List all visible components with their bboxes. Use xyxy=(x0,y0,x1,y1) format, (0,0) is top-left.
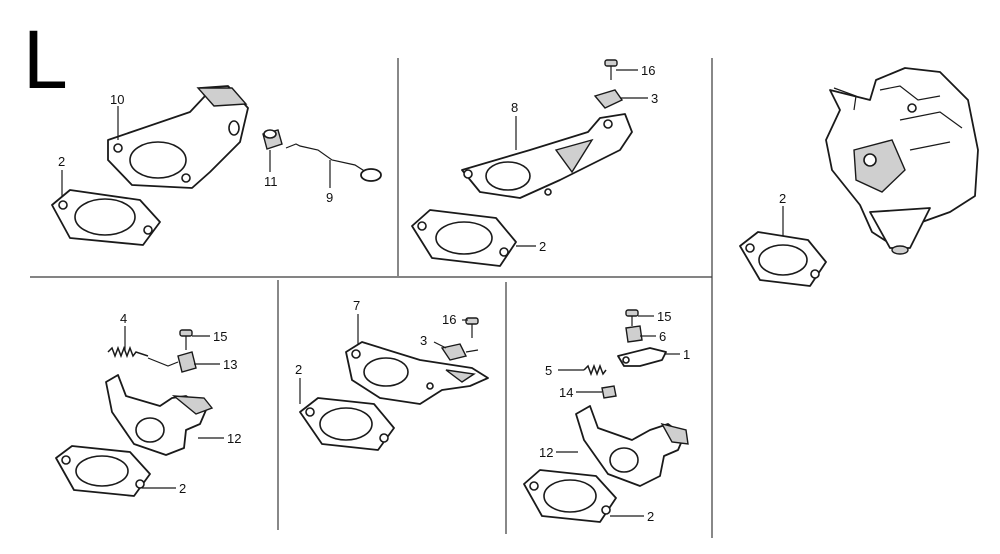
callout-7: 7 xyxy=(353,298,360,313)
spring-5 xyxy=(583,363,607,377)
insulator-plate-10 xyxy=(107,85,249,189)
bolt-16-top xyxy=(604,59,618,80)
bracket-7 xyxy=(345,341,489,405)
callout-2-gasket-d: 2 xyxy=(179,481,186,496)
callout-1: 1 xyxy=(683,347,690,362)
callout-2-gasket-b: 2 xyxy=(539,239,546,254)
callout-2-gasket-e: 2 xyxy=(295,362,302,377)
gasket-top-left xyxy=(51,189,161,246)
callout-4: 4 xyxy=(120,311,127,326)
arm-13 xyxy=(147,351,197,373)
callout-8: 8 xyxy=(511,100,518,115)
clip-3-bottom xyxy=(440,343,479,361)
callout-2-gasket-f: 2 xyxy=(647,509,654,524)
callout-15-left: 15 xyxy=(213,329,227,344)
gasket-bottom-middle xyxy=(299,397,395,451)
callout-16-bottom: 16 xyxy=(442,312,456,327)
callout-13: 13 xyxy=(223,357,237,372)
callout-3-top: 3 xyxy=(651,91,658,106)
gasket-bottom-left xyxy=(55,445,151,497)
callout-2-gasket-a: 2 xyxy=(58,154,65,169)
carburetor-assembly xyxy=(825,67,979,255)
callout-16-top: 16 xyxy=(641,63,655,78)
callout-15-right: 15 xyxy=(657,309,671,324)
clip-3-top xyxy=(593,89,624,109)
nut-6 xyxy=(625,325,643,343)
callout-10: 10 xyxy=(110,92,124,107)
rod-9 xyxy=(285,143,382,182)
bolt-16-bottom xyxy=(465,317,479,338)
gasket-bottom-right xyxy=(523,469,617,523)
callout-2-gasket-c: 2 xyxy=(779,191,786,206)
bracket-8 xyxy=(461,113,633,199)
control-plate-12-left xyxy=(105,374,214,456)
gasket-top-middle xyxy=(411,209,517,267)
callout-3-bottom: 3 xyxy=(420,333,427,348)
collar-11 xyxy=(262,129,283,150)
callout-12-right: 12 xyxy=(539,445,553,460)
nut-14 xyxy=(601,385,617,399)
leader-lines xyxy=(61,69,784,517)
bolt-15-left xyxy=(179,329,193,350)
callout-14: 14 xyxy=(559,385,573,400)
callout-6: 6 xyxy=(659,329,666,344)
callout-9: 9 xyxy=(326,190,333,205)
control-plate-12-right xyxy=(575,405,689,487)
callout-labels: 10 2 11 9 16 3 8 2 2 4 15 13 12 2 7 16 3… xyxy=(58,63,786,524)
panel-dividers xyxy=(30,58,713,538)
callout-12-left: 12 xyxy=(227,431,241,446)
callout-5: 5 xyxy=(545,363,552,378)
lever-1 xyxy=(617,347,667,367)
callout-11: 11 xyxy=(264,174,278,189)
gasket-right xyxy=(739,231,827,287)
section-letter: L xyxy=(22,17,66,107)
spring-4 xyxy=(107,345,149,359)
bolt-15-right xyxy=(625,309,639,326)
